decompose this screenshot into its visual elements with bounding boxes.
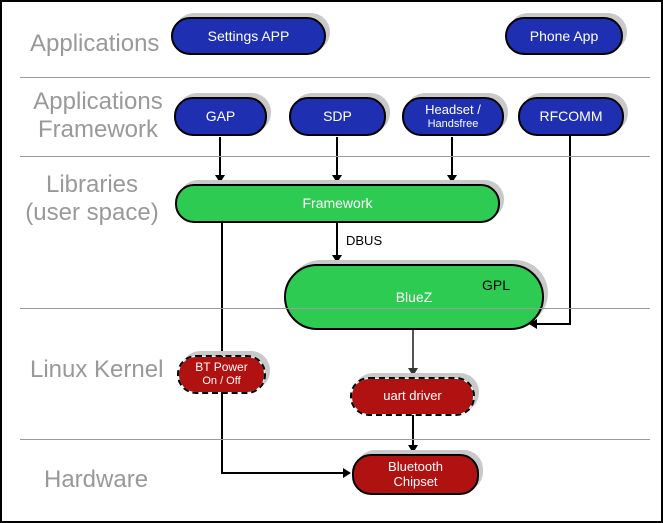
node-sdp-label: SDP: [323, 108, 352, 125]
node-bt-power: BT Power On / Off: [177, 355, 266, 394]
node-uart-driver-label: uart driver: [383, 388, 442, 404]
edge-headset-to-framework: [451, 137, 453, 177]
node-headset-handsfree: Headset / Handsfree: [402, 97, 504, 136]
node-gap: GAP: [174, 97, 267, 136]
divider-applications: [20, 77, 650, 78]
divider-libraries: [20, 308, 650, 309]
node-framework: Framework: [175, 184, 500, 223]
layer-label-hardware: Hardware: [44, 466, 149, 493]
divider-app-framework: [20, 156, 650, 157]
arrowhead-rfcomm-to-bluez: [529, 319, 537, 329]
node-bluetooth-chipset: Bluetooth Chipset: [352, 454, 479, 495]
edge-label-dbus: DBUS: [346, 233, 383, 248]
layer-label-applications: Applications: [30, 30, 160, 57]
edge-framework-to-chipset-vertical: [221, 222, 223, 474]
node-headset-line2: Handsfree: [427, 117, 479, 130]
node-settings-app: Settings APP: [171, 17, 326, 55]
node-settings-app-label: Settings APP: [207, 27, 290, 44]
node-bluetooth-chipset-line2: Chipset: [393, 473, 438, 489]
edge-uart-to-chipset: [412, 415, 414, 446]
layer-label-libraries-line1: Libraries: [45, 171, 139, 198]
edge-dbus: [336, 222, 338, 256]
node-rfcomm-label: RFCOMM: [539, 108, 603, 125]
node-framework-label: Framework: [302, 195, 373, 212]
edge-rfcomm-horizontal: [536, 323, 571, 325]
node-gap-label: GAP: [205, 108, 236, 125]
node-bt-power-line2: On / Off: [202, 375, 241, 388]
edge-rfcomm-vertical: [569, 136, 571, 325]
node-phone-app-label: Phone App: [529, 27, 599, 44]
node-bluez: BlueZ GPL: [284, 264, 544, 330]
edge-gap-to-framework: [219, 137, 221, 177]
layer-label-libraries-line2: (user space): [25, 199, 159, 226]
node-bt-power-line1: BT Power: [195, 360, 248, 375]
arrowhead-headset-to-framework: [447, 175, 457, 183]
arrowhead-bluez-to-uart: [408, 368, 418, 376]
edge-sdp-to-framework: [336, 137, 338, 177]
edge-bluez-to-uart: [412, 330, 414, 369]
layer-label-linux-kernel: Linux Kernel: [30, 356, 164, 383]
layer-label-applications-framework-line2: Framework: [37, 116, 158, 143]
arrowhead-uart-to-chipset: [408, 445, 418, 453]
node-bluez-label: BlueZ: [395, 288, 433, 305]
node-uart-driver: uart driver: [350, 377, 475, 416]
node-sdp: SDP: [289, 97, 386, 136]
divider-linux-kernel: [20, 439, 650, 440]
edge-framework-to-chipset-horizontal: [221, 472, 344, 474]
arrowhead-gap-to-framework: [215, 175, 225, 183]
layer-label-applications-framework-line1: Applications: [33, 88, 163, 115]
arrowhead-dbus-to-bluez: [332, 255, 342, 263]
node-phone-app: Phone App: [505, 17, 623, 55]
arrowhead-sdp-to-framework: [332, 175, 342, 183]
node-bluetooth-chipset-line1: Bluetooth: [388, 458, 443, 474]
node-headset-line1: Headset /: [425, 101, 481, 117]
bluez-gpl-badge: GPL: [481, 277, 510, 293]
layer-label-applications-framework: Applications Framework: [18, 88, 178, 144]
arrowhead-into-chipset: [343, 468, 351, 478]
layer-label-libraries: Libraries (user space): [12, 171, 172, 227]
node-rfcomm: RFCOMM: [518, 97, 624, 136]
